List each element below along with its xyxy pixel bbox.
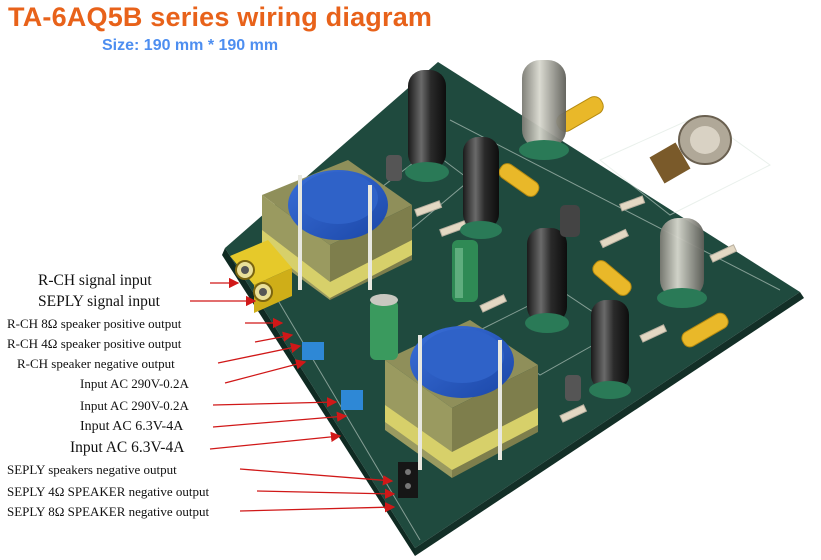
label-r-ch-4ohm-positive: R-CH 4Ω speaker positive output — [7, 336, 182, 351]
label-input-ac-6v3-2: Input AC 6.3V-4A — [70, 439, 185, 456]
label-r-ch-8ohm-positive: R-CH 8Ω speaker positive output — [7, 316, 182, 331]
volume-potentiometer — [649, 115, 732, 184]
transformer-lower — [385, 320, 538, 478]
transformer-upper — [262, 160, 412, 300]
diagram-title: TA-6AQ5B series wiring diagram — [8, 2, 433, 32]
label-seply-signal-input: SEPLY signal input — [38, 293, 160, 310]
resistors — [414, 195, 738, 423]
label-input-ac-6v3-1: Input AC 6.3V-4A — [80, 419, 184, 434]
label-input-ac-290v-2: Input AC 290V-0.2A — [80, 398, 189, 413]
preamp-tubes — [519, 60, 707, 308]
film-capacitors — [498, 96, 729, 348]
label-r-ch-signal-input: R-CH signal input — [38, 272, 152, 289]
board-size: Size: 190 mm * 190 mm — [102, 37, 279, 54]
label-seply-4ohm-negative: SEPLY 4Ω SPEAKER negative output — [7, 484, 210, 499]
label-arrows — [190, 277, 396, 513]
label-r-ch-negative-output: R-CH speaker negative output — [17, 356, 175, 371]
terminal-blocks — [302, 342, 418, 498]
label-input-ac-290v-1: Input AC 290V-0.2A — [80, 376, 189, 391]
label-seply-speakers-negative: SEPLY speakers negative output — [7, 462, 177, 477]
electrolytic-capacitors — [370, 155, 581, 401]
power-tubes — [405, 70, 631, 399]
rca-input-block — [230, 240, 292, 313]
label-seply-8ohm-negative: SEPLY 8Ω SPEAKER negative output — [7, 504, 210, 519]
